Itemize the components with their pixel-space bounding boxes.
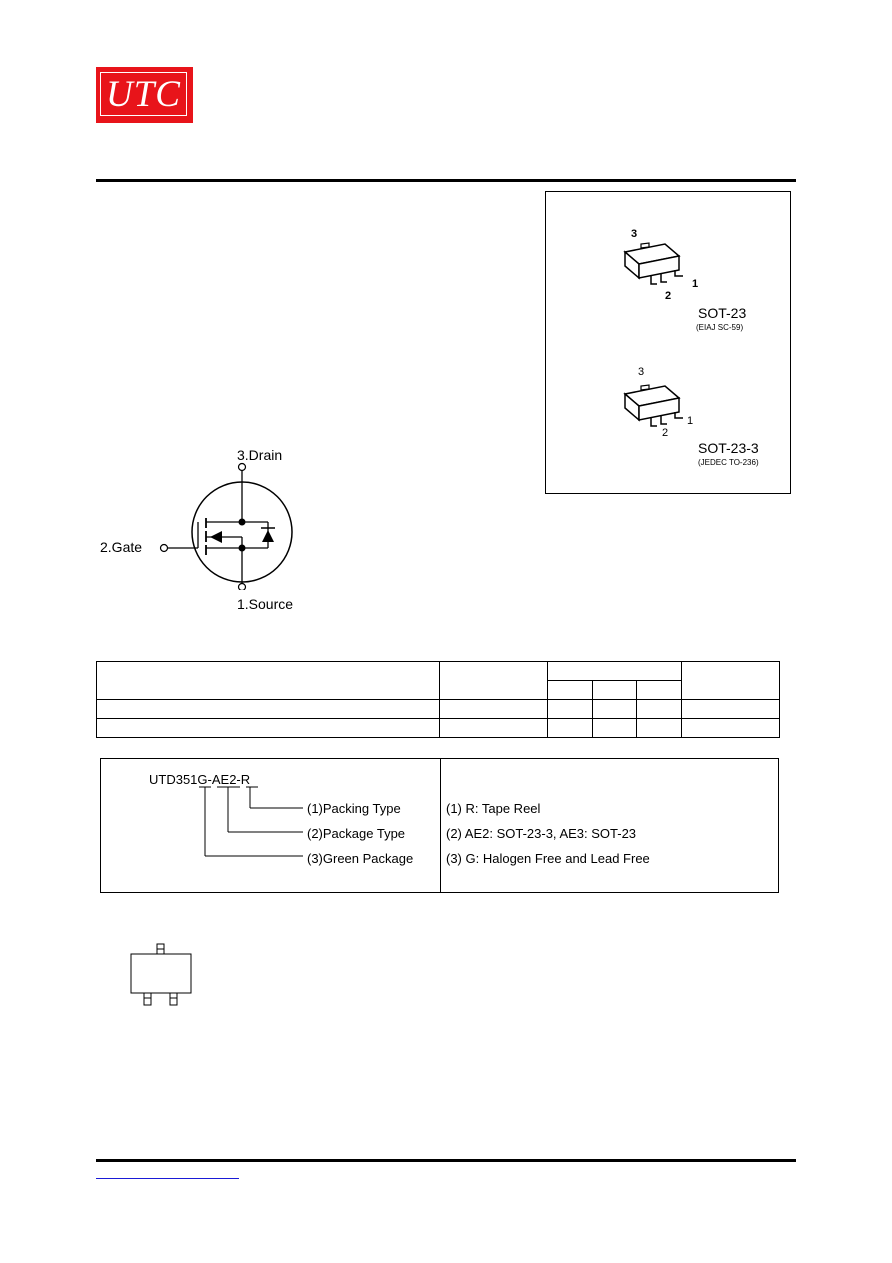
- sot23-3-label: SOT-23-3: [698, 440, 759, 456]
- table-cell: [546, 699, 593, 719]
- mosfet-symbol: [159, 462, 293, 590]
- marking-outline: [130, 943, 192, 1006]
- sot23-standard: (EIAJ SC-59): [696, 323, 744, 332]
- utc-logo: UTC: [96, 67, 193, 123]
- gate-label: 2.Gate: [100, 539, 143, 555]
- table-cell: [546, 661, 683, 681]
- table-cell: [438, 718, 548, 738]
- ordering-connector-lines: [199, 786, 303, 857]
- table-cell: [681, 661, 780, 700]
- table-cell: [636, 680, 683, 700]
- table-cell: [636, 718, 683, 738]
- source-label: 1.Source: [237, 596, 294, 612]
- table-row: [97, 680, 780, 700]
- table-cell: [96, 661, 440, 700]
- table-cell: [438, 661, 548, 700]
- sot23-drawing: [623, 242, 683, 285]
- footer-link-underline[interactable]: [96, 1178, 239, 1179]
- table-row: [96, 699, 780, 719]
- legend-green-package: (3)Green Package: [307, 851, 414, 866]
- logo-frame: UTC: [100, 72, 187, 116]
- legend-packing-type: (1)Packing Type: [307, 801, 401, 816]
- sot23-3-pin2: 2: [662, 427, 669, 439]
- part-number: UTD351G-AE2-R: [149, 772, 251, 787]
- desc-packing-type: (1) R: Tape Reel: [446, 801, 541, 816]
- table-cell: [546, 718, 593, 738]
- table-row: [96, 661, 780, 700]
- ordering-box: [100, 758, 779, 893]
- table-row: [96, 718, 780, 738]
- sot23-3-drawing: [623, 384, 683, 427]
- drain-label: 3.Drain: [237, 447, 283, 463]
- table-cell: [591, 680, 638, 700]
- table-cell: [681, 718, 780, 738]
- table-cell: [438, 699, 548, 719]
- table-cell: [591, 699, 638, 719]
- ordering-divider: [440, 759, 441, 892]
- footer-rule: [96, 1159, 796, 1162]
- sot23-3-standard: (JEDEC TO-236): [698, 458, 759, 467]
- table-cell: [681, 699, 780, 719]
- table-cell: [96, 718, 440, 738]
- sot23-pin2: 2: [665, 290, 672, 302]
- desc-package-type: (2) AE2: SOT-23-3, AE3: SOT-23: [446, 826, 637, 841]
- package-box: [545, 191, 791, 494]
- logo-text: UTC: [106, 73, 181, 115]
- table-cell: [546, 680, 593, 700]
- sot23-label: SOT-23: [698, 305, 747, 321]
- table-cell: [96, 699, 440, 719]
- sot23-3-pin1: 1: [687, 415, 694, 427]
- header-rule: [96, 179, 796, 182]
- legend-package-type: (2)Package Type: [307, 826, 406, 841]
- table-cell: [591, 718, 638, 738]
- desc-green-package: (3) G: Halogen Free and Lead Free: [446, 851, 650, 866]
- table-cell: [636, 699, 683, 719]
- specs-table: [96, 661, 780, 738]
- sot23-pin1: 1: [692, 278, 699, 290]
- sot23-pin3: 3: [631, 228, 638, 240]
- sot23-3-pin3: 3: [638, 366, 645, 378]
